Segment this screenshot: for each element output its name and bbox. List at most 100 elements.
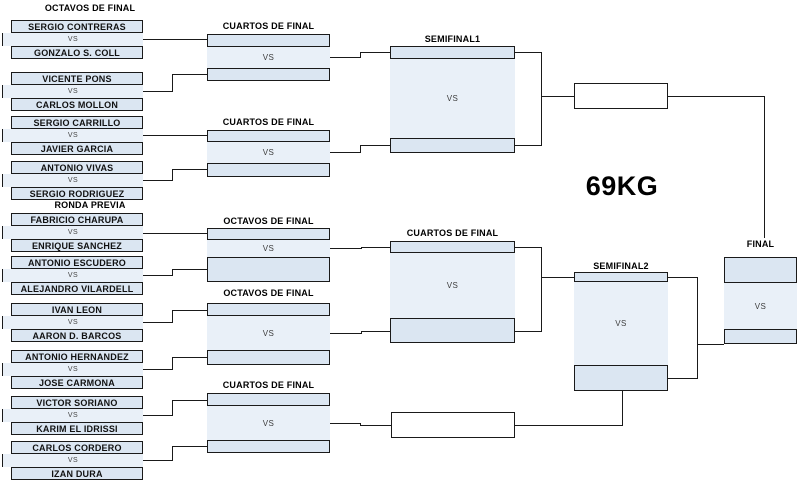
player-box: ANTONIO ESCUDERO [11,256,143,269]
bracket-slot [207,163,330,177]
connector-line [172,446,207,447]
vs-row: VS [2,409,143,422]
vs-label: VS [67,272,79,279]
player-box: AARON D. BARCOS [11,329,143,342]
connector-line [515,247,541,248]
bracket-slot [207,34,330,47]
connector-line [360,145,390,146]
vs-area: VS [390,253,515,318]
connector-line [515,145,541,146]
vs-label: VS [262,328,275,338]
player-box: IZAN DURA [11,467,143,480]
connector-line [172,169,207,170]
vs-label: VS [446,94,459,103]
connector-line [143,233,207,234]
connector-line [143,460,172,461]
vs-row: VS [2,85,143,98]
player-box: KARIM EL IDRISSI [11,422,143,435]
bracket-slot [574,365,668,391]
connector-line [697,277,698,379]
player-box: JOSE CARMONA [11,376,143,389]
connector-line [172,357,207,358]
header-cuartos-2: CUARTOS DE FINAL [222,117,315,127]
connector-line [622,391,623,426]
player-box: IVAN LEON [11,303,143,316]
connector-line [668,96,764,97]
connector-line [541,52,542,146]
vs-label: VS [67,366,79,373]
match-9: VS VICTOR SORIANO KARIM EL IDRISSI [0,396,143,435]
connector-line [515,331,541,332]
connector-line [172,74,207,75]
vs-label: VS [262,418,275,428]
player-box: SERGIO CONTRERAS [11,20,143,33]
player-box: CARLOS CORDERO [11,441,143,454]
connector-line [668,277,697,278]
match-6: VS ANTONIO ESCUDERO ALEJANDRO VILARDELL [0,256,143,295]
connector-line [172,310,207,311]
vs-area: VS [574,282,668,365]
connector-line [764,96,765,238]
vs-area: VS [207,142,330,163]
vs-label: VS [262,148,275,157]
connector-line [172,357,173,370]
vs-row: VS [2,454,143,467]
connector-line [330,152,360,153]
vs-label: VS [67,229,79,236]
bracket-slot [207,393,330,406]
connector-line [360,52,361,58]
vs-label: VS [67,412,79,419]
match-7: VS IVAN LEON AARON D. BARCOS [0,303,143,342]
header-cuartos-1: CUARTOS DE FINAL [222,21,315,31]
bracket-slot [390,138,515,153]
bracket-slot [390,241,515,253]
vs-label: VS [446,281,459,290]
header-octavos-col1: OCTAVOS DE FINAL [44,3,136,13]
vs-row: VS [2,269,143,282]
connector-line [172,269,173,276]
connector-line [172,400,207,401]
vs-label: VS [262,53,275,62]
header-semifinal1: SEMIFINAL1 [424,34,481,44]
player-box: GONZALO S. COLL [11,46,143,59]
connector-line [330,423,360,424]
connector-line [172,310,173,323]
match-10: VS CARLOS CORDERO IZAN DURA [0,441,143,480]
header-semifinal2: SEMIFINAL2 [593,261,649,271]
bracket-slot [207,440,330,453]
connector-line [697,344,724,345]
connector-line [515,52,541,53]
vs-area: VS [207,240,330,257]
connector-line [361,331,390,332]
connector-line [360,145,361,153]
bracket-slot [724,329,797,344]
connector-line [361,331,362,334]
connector-line [330,57,360,58]
connector-line [143,322,172,323]
header-octavos-2: OCTAVOS DE FINAL [223,288,314,298]
vs-label: VS [67,36,79,43]
player-box: ALEJANDRO VILARDELL [11,282,143,295]
connector-line [172,446,173,461]
connector-line [143,39,207,40]
header-octavos-1: OCTAVOS DE FINAL [223,216,314,226]
connector-line [515,425,622,426]
player-box: VICENTE PONS [11,72,143,85]
connector-line [172,269,207,270]
connector-line [172,169,173,181]
connector-line [143,91,172,92]
connector-line [360,425,391,426]
player-box: FABRICIO CHARUPA [11,213,143,226]
connector-line [361,247,362,249]
vs-row: VS [2,129,143,142]
player-box: ENRIQUE SANCHEZ [11,239,143,252]
bracket-slot [207,130,330,142]
player-box: JAVIER GARCIA [11,142,143,155]
connector-line [541,96,574,97]
cuartos-bottom-winner-box [391,412,515,438]
connector-line [360,52,390,53]
vs-label: VS [754,301,767,311]
connector-line [143,135,207,136]
player-box: VICTOR SORIANO [11,396,143,409]
